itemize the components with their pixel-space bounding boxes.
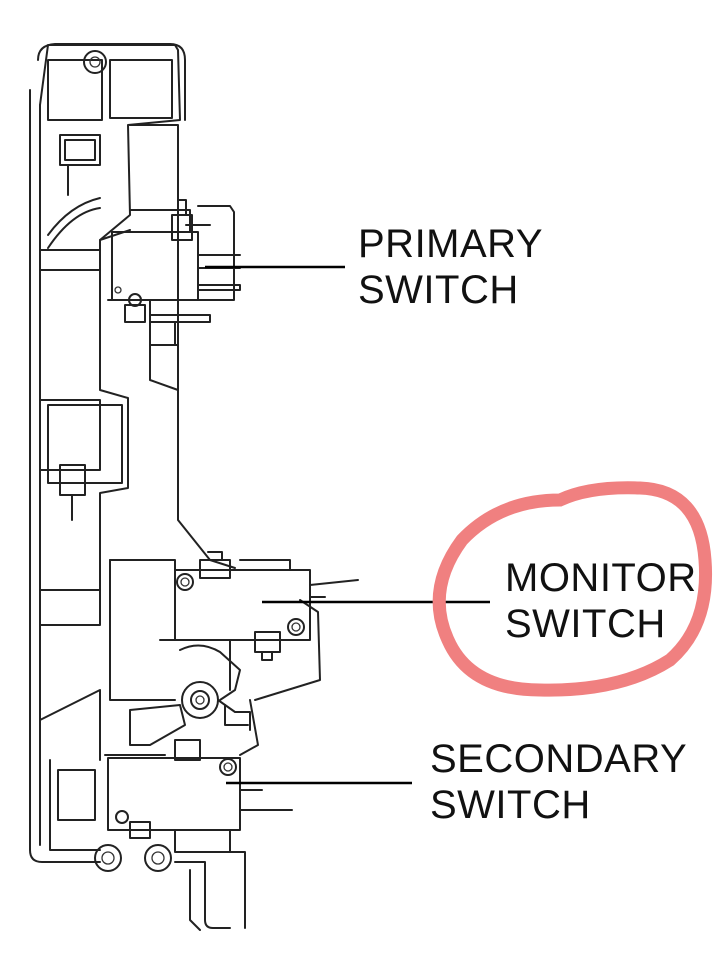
highlight-circle xyxy=(432,481,713,697)
secondary-switch xyxy=(107,757,293,853)
secondary-switch-label: SECONDARY SWITCH xyxy=(430,736,687,828)
primary-switch-label-line1: PRIMARY xyxy=(358,222,544,266)
monitor-switch-label-line1: MONITOR xyxy=(505,556,697,600)
carrier-plate xyxy=(104,124,321,756)
primary-switch xyxy=(111,199,241,346)
mounting-feet xyxy=(94,844,246,931)
monitor-switch-label: MONITOR SWITCH xyxy=(505,555,697,647)
primary-switch-label: PRIMARY SWITCH xyxy=(358,221,543,313)
secondary-switch-label-line2: SWITCH xyxy=(430,783,591,827)
primary-switch-label-line2: SWITCH xyxy=(358,268,519,312)
actuator-lever xyxy=(129,644,251,761)
monitor-switch xyxy=(174,551,359,661)
top-mounting-eye xyxy=(83,50,107,74)
bracket-frame xyxy=(29,43,186,863)
secondary-switch-label-line1: SECONDARY xyxy=(430,737,688,781)
monitor-switch-label-line2: SWITCH xyxy=(505,602,666,646)
